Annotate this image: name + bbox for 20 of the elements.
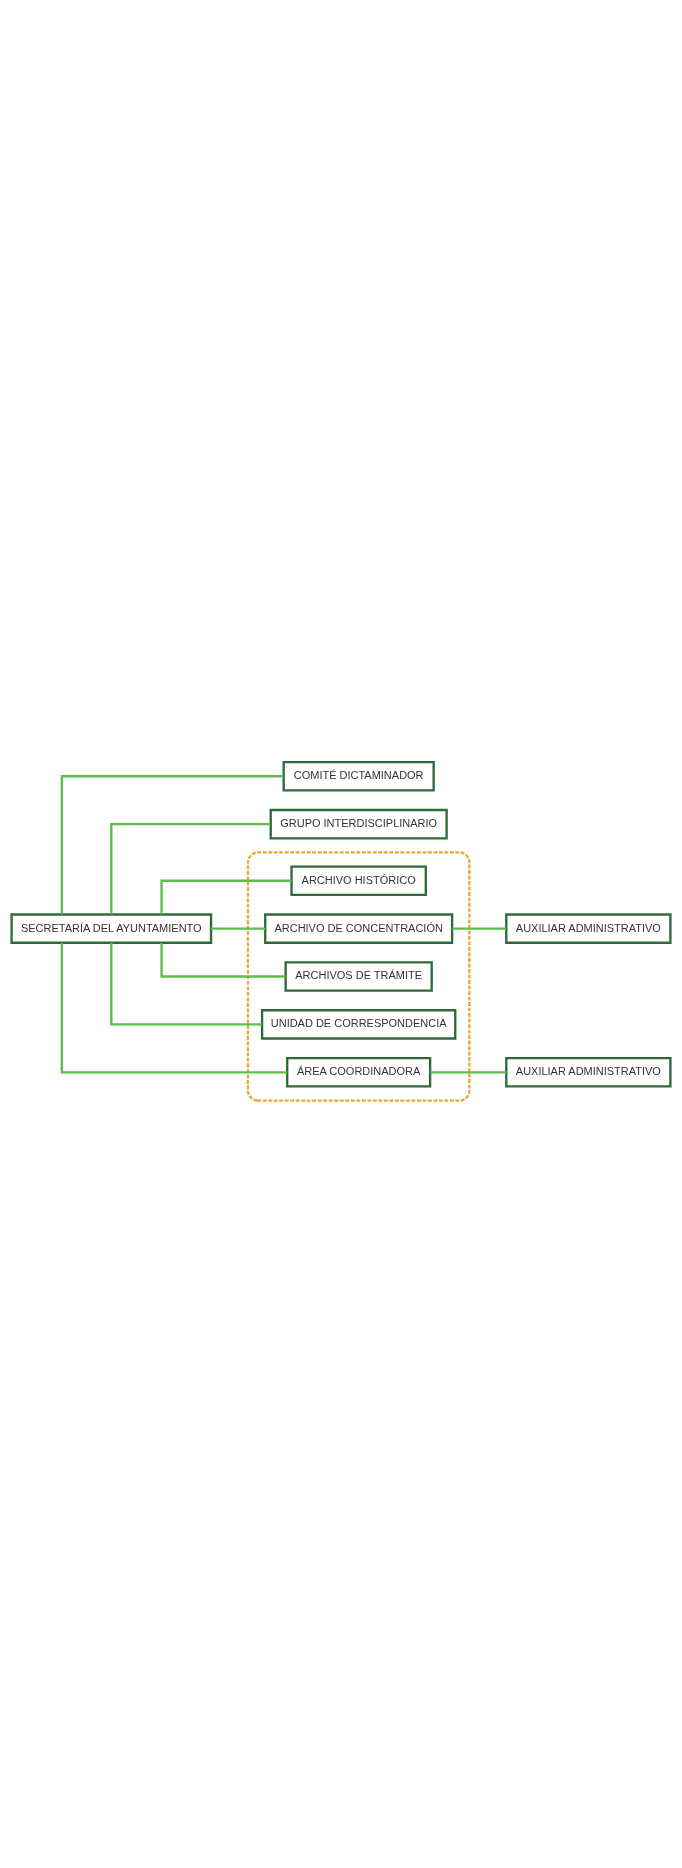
node-box: ÁREA COORDINADORA xyxy=(286,1056,432,1088)
node-box: UNIDAD DE CORRESPONDENCIA xyxy=(260,1008,457,1040)
connector xyxy=(211,926,266,930)
connector xyxy=(60,942,288,1073)
node-box: ARCHIVO HISTÓRICO xyxy=(290,864,427,896)
node-box: SECRETARÍA DEL AYUNTAMIENTO xyxy=(10,912,213,944)
node-box: COMITÉ DICTAMINADOR xyxy=(282,760,435,792)
node-box: GRUPO INTERDISCIPLINARIO xyxy=(269,808,448,839)
node-box: AUXILIAR ADMINISTRATIVO xyxy=(505,912,672,944)
connector xyxy=(160,942,286,978)
connector xyxy=(110,822,271,914)
node-box: ARCHIVOS DE TRÁMITE xyxy=(284,960,433,992)
connector xyxy=(160,879,292,914)
connector xyxy=(452,926,506,930)
node-box: AUXILIAR ADMINISTRATIVO xyxy=(505,1056,672,1088)
node-box: ARCHIVO DE CONCENTRACIÓN xyxy=(264,912,454,944)
connector xyxy=(110,942,262,1026)
connector xyxy=(430,1070,507,1073)
cluster xyxy=(246,850,471,1102)
connector xyxy=(60,774,284,914)
